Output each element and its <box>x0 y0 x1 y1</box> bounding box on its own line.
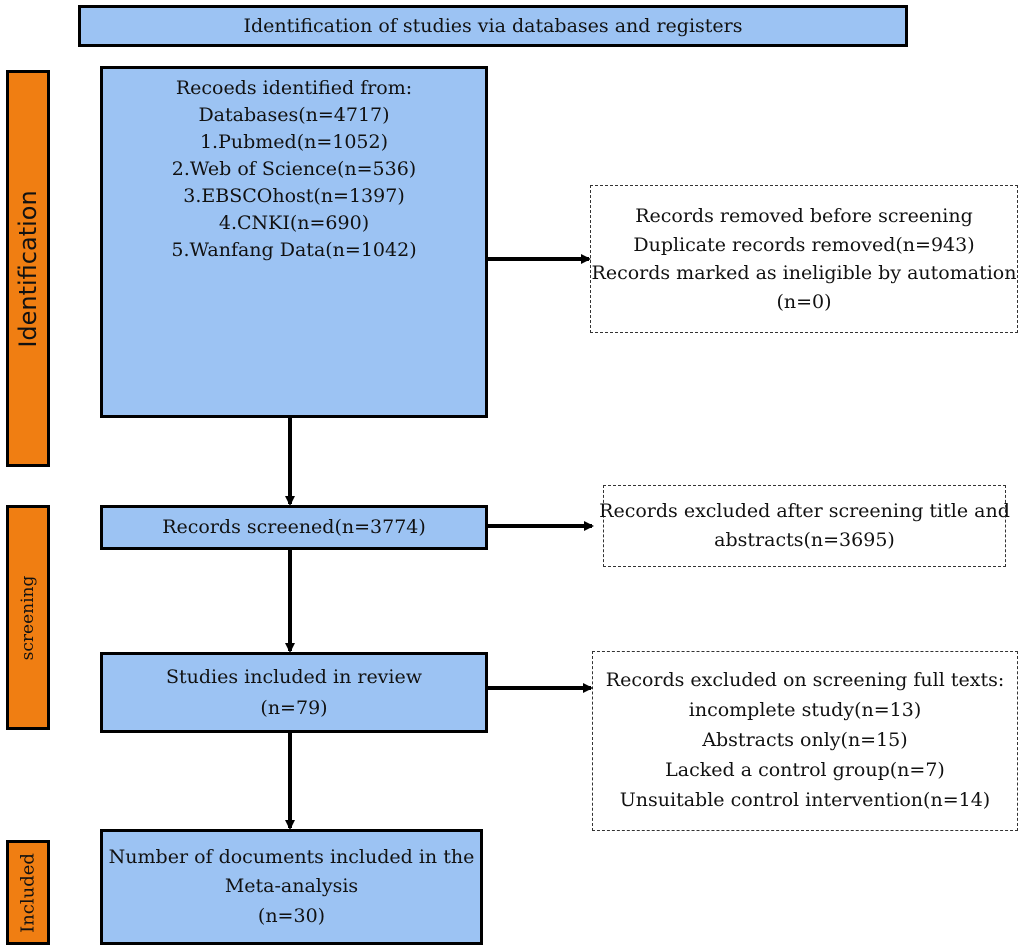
records-screened-box: Records screened(n=3774) <box>100 505 488 550</box>
excluded-full-texts-line: incomplete study(n=13) <box>688 699 922 722</box>
header-banner: Identification of studies via databases … <box>78 5 908 47</box>
records-identified-line: 2.Web of Science(n=536) <box>171 157 417 180</box>
excluded-after-screening-box: Records excluded after screening title a… <box>599 485 1010 567</box>
documents-included-box: Number of documents included in the Meta… <box>100 829 483 945</box>
phase-included: Included <box>6 840 50 945</box>
removed-before-screening-line: Duplicate records removed(n=943) <box>633 233 975 256</box>
records-identified-box: Recoeds identified from: Databases(n=471… <box>100 66 488 418</box>
records-screened-line: Records screened(n=3774) <box>162 516 426 539</box>
documents-included-line: (n=30) <box>257 904 326 927</box>
records-identified-line: 3.EBSCOhost(n=1397) <box>183 184 405 207</box>
excluded-full-texts-line: Lacked a control group(n=7) <box>665 758 945 781</box>
documents-included-line: Number of documents included in the <box>108 845 475 868</box>
records-identified-line: Databases(n=4717) <box>198 103 390 126</box>
records-identified-line: Recoeds identified from: <box>175 77 413 99</box>
excluded-after-screening-line: Records excluded after screening title a… <box>599 499 1010 522</box>
removed-before-screening-line: (n=0) <box>776 290 832 313</box>
excluded-full-texts-line: Abstracts only(n=15) <box>702 729 908 752</box>
excluded-after-screening-line: abstracts(n=3695) <box>714 529 895 551</box>
records-identified-line: 4.CNKI(n=690) <box>218 211 370 234</box>
studies-included-line: (n=79) <box>260 696 328 719</box>
documents-included-line: Meta-analysis <box>224 875 359 898</box>
excluded-full-texts-line: Unsuitable control intervention(n=14) <box>619 788 991 811</box>
records-identified-line: 1.Pubmed(n=1052) <box>199 130 389 153</box>
removed-before-screening-line: Records removed before screening <box>635 205 973 227</box>
header-title: Identification of studies via databases … <box>243 14 743 37</box>
removed-before-screening-line: Records marked as ineligible by automati… <box>591 262 1017 284</box>
records-identified-line: 5.Wanfang Data(n=1042) <box>171 238 417 261</box>
phase-screening: screening <box>6 505 50 730</box>
excluded-full-texts-box: Records excluded on screening full texts… <box>592 651 1018 831</box>
excluded-full-texts-line: Records excluded on screening full texts… <box>605 669 1005 692</box>
studies-included-box: Studies included in review (n=79) <box>100 652 488 733</box>
removed-before-screening-box: Records removed before screening Duplica… <box>590 185 1018 333</box>
phase-identification: Identification <box>6 70 50 467</box>
studies-included-line: Studies included in review <box>165 666 423 689</box>
